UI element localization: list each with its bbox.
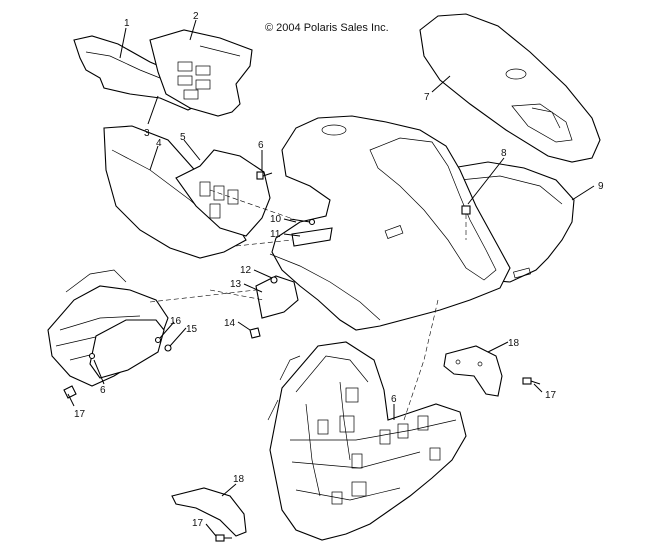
part-18-bracket-right	[443, 345, 503, 397]
part-13-mud-flap	[255, 275, 299, 319]
part-2-switch-panel	[149, 29, 253, 117]
callout-4: 4	[156, 138, 162, 149]
assembly-line-5	[403, 299, 439, 421]
callout-15: 15	[186, 324, 198, 335]
callout-12: 12	[240, 265, 252, 276]
leader-lines	[67, 19, 595, 537]
part-18-bracket-lower	[171, 487, 247, 537]
callout-6b: 6	[100, 385, 106, 396]
part-5-footrest-panel	[175, 149, 271, 237]
part-7-seat	[419, 13, 601, 163]
fastener-10	[289, 218, 316, 226]
part-4-lower-panel	[103, 125, 247, 259]
callout-14: 14	[224, 318, 236, 329]
fastener-17c	[215, 534, 232, 542]
callout-7: 7	[424, 92, 430, 103]
callout-17b: 17	[545, 390, 557, 401]
callout-9: 9	[598, 181, 604, 192]
callout-10: 10	[270, 214, 282, 225]
fastener-17a	[63, 385, 77, 399]
callout-17a: 17	[74, 409, 86, 420]
callout-16: 16	[170, 316, 182, 327]
part-11-decal	[291, 227, 333, 247]
fastener-6a	[256, 171, 273, 180]
fastener-16	[154, 336, 162, 344]
callout-1: 1	[124, 18, 130, 29]
fastener-15	[164, 344, 172, 352]
callout-13: 13	[230, 279, 242, 290]
frame-assembly	[269, 341, 467, 541]
copyright-notice: © 2004 Polaris Sales Inc.	[265, 22, 389, 34]
assembly-line-2	[235, 239, 293, 247]
fastener-8	[461, 205, 471, 215]
assembly-line-4	[209, 289, 265, 301]
callout-3: 3	[144, 128, 150, 139]
callout-2: 2	[193, 11, 199, 22]
fastener-14	[249, 327, 261, 339]
fastener-6b	[88, 352, 96, 360]
callout-11: 11	[270, 229, 281, 240]
callout-18a: 18	[508, 338, 520, 349]
callout-6a: 6	[258, 140, 264, 151]
callout-18b: 18	[233, 474, 245, 485]
callout-5: 5	[180, 132, 186, 143]
footwell-side-plate	[89, 319, 165, 379]
callout-6c: 6	[391, 394, 397, 405]
callout-17c: 17	[192, 518, 204, 529]
front-fender-body	[271, 115, 511, 331]
fastener-12	[270, 276, 278, 284]
fastener-17b	[522, 377, 541, 385]
callout-8: 8	[501, 148, 507, 159]
assembly-line-1	[209, 189, 297, 221]
assembly-line-3	[149, 289, 257, 303]
